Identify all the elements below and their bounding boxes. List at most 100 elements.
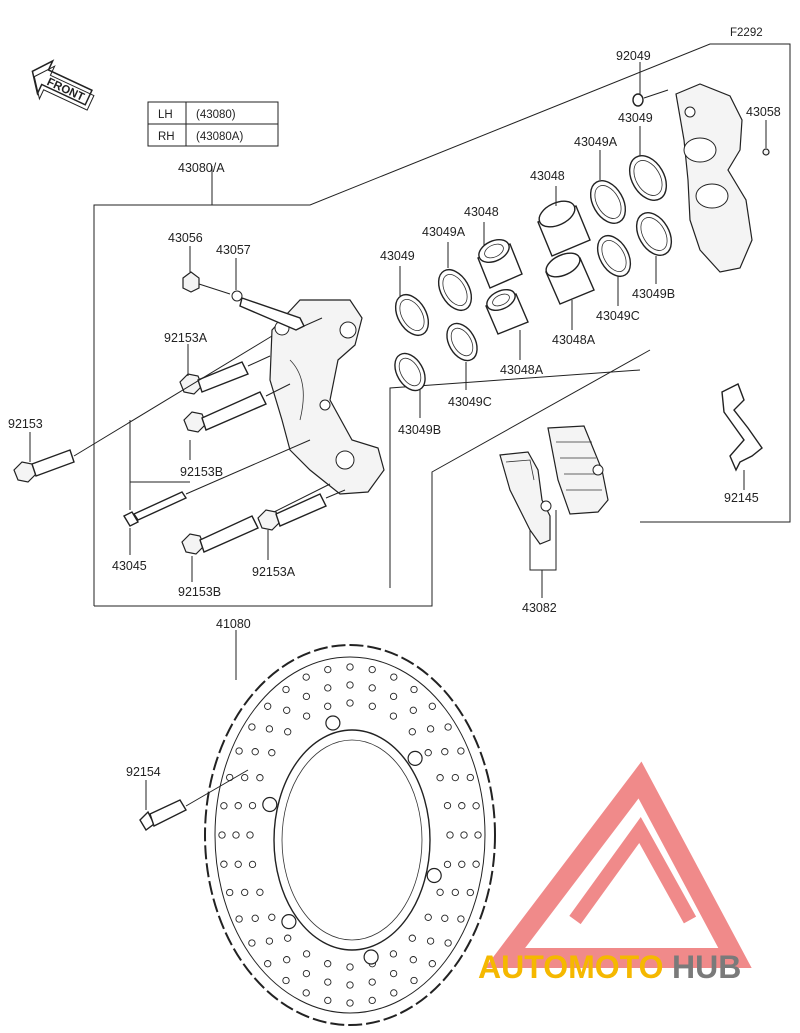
label-43048-left: 43048 xyxy=(464,205,499,219)
seal-43049c-right xyxy=(596,235,632,277)
seal-43049a-right xyxy=(589,180,627,224)
disc-hole xyxy=(346,963,354,971)
disc-hole xyxy=(426,937,435,945)
piston-43048-left xyxy=(477,238,523,289)
disc-mount-hole xyxy=(262,796,278,813)
bolt-92153a-upper xyxy=(179,355,271,395)
disc-bolt-92154 xyxy=(139,769,249,832)
disc-hole xyxy=(265,937,274,945)
label-43082: 43082 xyxy=(522,601,557,615)
disc-hole xyxy=(410,685,418,694)
disc-hole xyxy=(389,692,398,701)
disc-hole xyxy=(368,684,376,692)
label-43049c-right: 43049C xyxy=(596,309,640,323)
pad-spring-92145 xyxy=(721,383,763,472)
disc-hole xyxy=(220,860,228,868)
piston-43048a-right xyxy=(545,252,595,305)
disc-hole xyxy=(283,956,291,964)
disc-hole xyxy=(324,702,332,710)
label-43048a-left: 43048A xyxy=(500,363,544,377)
seal-43049a-left xyxy=(437,269,473,311)
leader-lines xyxy=(29,62,767,810)
bleeder-43058 xyxy=(762,148,770,156)
seal-43049b-right xyxy=(635,212,673,256)
piston-43048a-left xyxy=(485,288,529,335)
disc-hole xyxy=(390,989,398,997)
label-43048-right: 43048 xyxy=(530,169,565,183)
seal-43049-right xyxy=(628,155,668,201)
disc-hole xyxy=(466,773,474,782)
assembly-frame xyxy=(93,43,791,607)
disc-mount-hole xyxy=(363,949,379,965)
disc-hole xyxy=(235,915,243,923)
label-92145: 92145 xyxy=(724,491,759,505)
seal-43049-left xyxy=(394,294,430,336)
disc-hole xyxy=(346,981,354,989)
label-43056: 43056 xyxy=(168,231,203,245)
disc-hole xyxy=(389,950,398,958)
disc-hole xyxy=(443,860,452,869)
disc-hole xyxy=(248,939,256,947)
front-arrow-icon: FRONT xyxy=(31,59,95,111)
seal-43049c-left xyxy=(446,322,478,362)
bolt-92153 xyxy=(13,335,273,483)
label-92153a-bot: 92153A xyxy=(252,565,296,579)
part-labels: 43080/A 43056 43057 92153A 92153 92153B … xyxy=(8,49,781,779)
disc-hole xyxy=(472,802,480,810)
pad-pin-43045 xyxy=(123,439,311,527)
label-43049-right: 43049 xyxy=(618,111,653,125)
brake-pad-rear xyxy=(540,425,609,515)
disc-hole xyxy=(389,969,398,978)
disc-hole xyxy=(248,723,256,731)
watermark-text-a: AUTOMOTO xyxy=(478,949,663,985)
disc-hole xyxy=(474,831,482,839)
disc-hole xyxy=(284,934,292,942)
label-43049-left: 43049 xyxy=(380,249,415,263)
disc-hole xyxy=(251,914,259,922)
caliper-body-right xyxy=(675,83,753,273)
disc-hole xyxy=(451,773,459,782)
disc-hole xyxy=(282,976,290,985)
watermark-text-b: HUB xyxy=(672,949,741,985)
disc-hole xyxy=(424,913,432,921)
disc-hole xyxy=(446,831,454,839)
label-43045: 43045 xyxy=(112,559,147,573)
disc-hole xyxy=(444,939,452,947)
disc-hole xyxy=(436,774,444,782)
disc-hole xyxy=(220,802,228,810)
disc-hole xyxy=(234,860,242,868)
disc-hole xyxy=(256,888,264,896)
label-92153a-top: 92153A xyxy=(164,331,208,345)
disc-hole xyxy=(302,989,310,997)
bolt-92153b-lower xyxy=(181,483,331,555)
label-43049c-left: 43049C xyxy=(448,395,492,409)
label-43057: 43057 xyxy=(216,243,251,257)
disc-hole xyxy=(410,976,418,985)
disc-hole xyxy=(324,960,332,968)
watermark-logo: AUTOMOTO HUB xyxy=(478,761,752,985)
disc-hole xyxy=(282,685,290,694)
label-92153b-bot: 92153B xyxy=(178,585,221,599)
disc-hole xyxy=(408,934,416,942)
variant-side-rh: RH xyxy=(158,131,175,143)
disc-hole xyxy=(368,996,376,1005)
label-92154: 92154 xyxy=(126,765,161,779)
disc-hole xyxy=(248,801,257,810)
disc-hole xyxy=(248,860,257,869)
disc-hole xyxy=(218,831,226,839)
disc-hole xyxy=(251,748,259,756)
disc-drill-holes xyxy=(218,663,482,1007)
disc-hole xyxy=(241,888,249,897)
disc-hole xyxy=(458,860,466,868)
label-43049b-right: 43049B xyxy=(632,287,675,301)
disc-hole xyxy=(264,702,272,710)
disc-hole xyxy=(426,725,435,733)
washer-92049 xyxy=(632,89,669,107)
disc-hole xyxy=(457,747,465,755)
disc-mount-hole xyxy=(426,867,442,884)
disc-hole xyxy=(458,802,466,810)
label-41080: 41080 xyxy=(216,617,251,631)
variant-code-lh: (43080) xyxy=(196,109,236,121)
variant-code-rh: (43080A) xyxy=(196,131,243,143)
